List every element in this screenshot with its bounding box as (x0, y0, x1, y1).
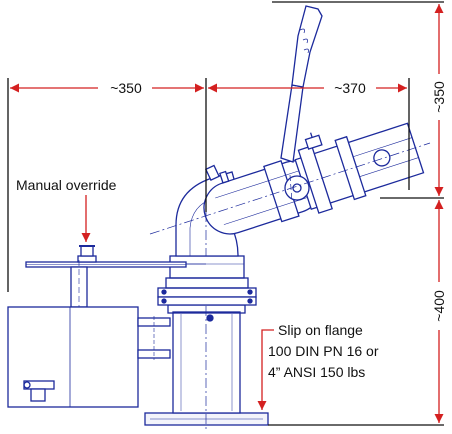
height-bottom-label: ~400 (431, 290, 447, 322)
flange-label-line-1: Slip on flange (278, 322, 363, 338)
width-left-label: ~350 (110, 80, 142, 96)
monitor-drawing (7, 5, 431, 430)
pipe-body (167, 304, 246, 430)
width-right-label: ~370 (334, 80, 366, 96)
callout-labels: Manual override Slip on flange 100 DIN P… (16, 177, 379, 380)
dimension-arrows (10, 4, 444, 423)
manual-override-label: Manual override (16, 177, 117, 193)
dimension-lines (7, 1, 444, 426)
flange-label-line-2: 100 DIN PN 16 or (268, 343, 379, 359)
flange-label-line-3: 4” ANSI 150 lbs (268, 364, 365, 380)
manual-override-wheel (25, 245, 206, 310)
dimension-labels: ~350 ~370 ~350 ~400 (110, 80, 447, 322)
handle-lever (280, 5, 323, 163)
pivot-knob (204, 164, 310, 201)
height-top-label: ~350 (431, 81, 447, 113)
gearbox (7, 306, 171, 408)
base-flange (144, 412, 269, 426)
